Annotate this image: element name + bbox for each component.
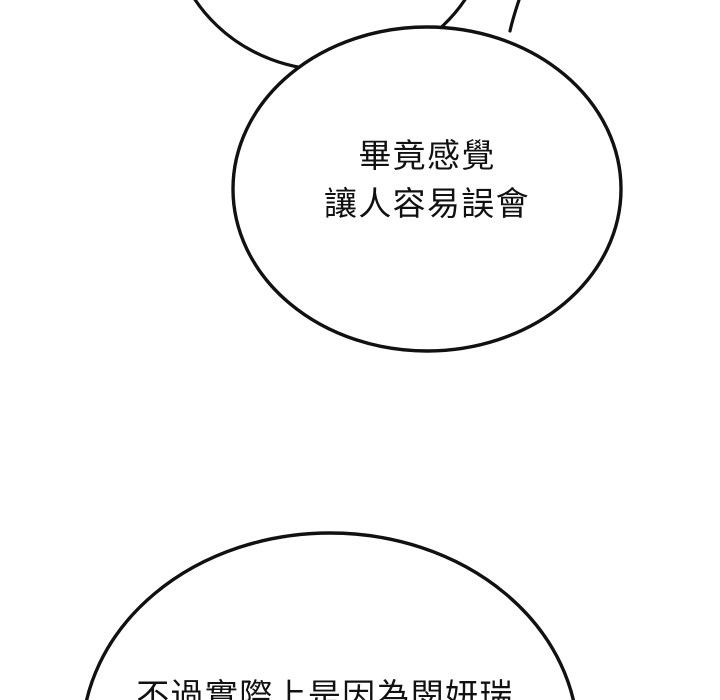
- main-bubble-outline: [231, 25, 623, 353]
- main-bubble-text: 畢竟感覺 讓人容易誤會: [232, 132, 622, 228]
- main-bubble-line-1: 畢竟感覺: [358, 136, 496, 175]
- upper-bubble-tail: [508, 0, 521, 33]
- lower-bubble-text: 不過實際上是因為閔妍瑞: [40, 672, 610, 700]
- main-bubble-line-2: 讓人容易誤會: [324, 184, 530, 223]
- lower-bubble-line-1: 不過實際上是因為閔妍瑞: [136, 676, 514, 700]
- lower-bubble-outline: [85, 531, 575, 700]
